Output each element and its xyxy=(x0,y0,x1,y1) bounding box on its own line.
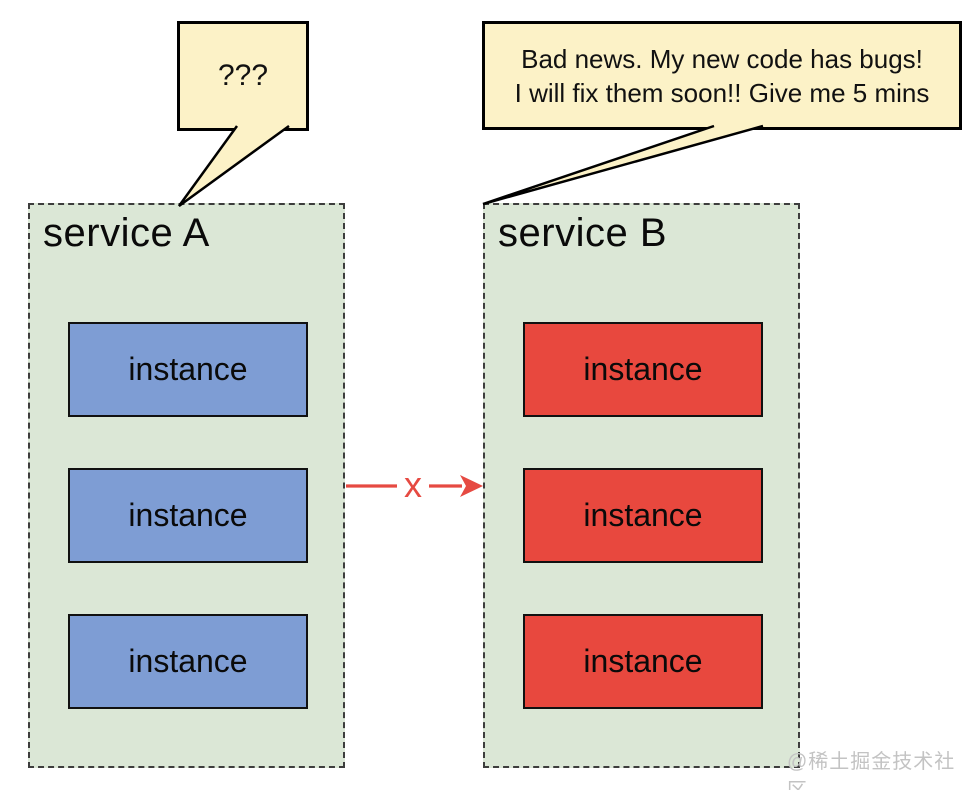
service-b-box: service B instance instance instance xyxy=(483,203,800,768)
speech-bubble-apology-line1: Bad news. My new code has bugs! xyxy=(521,43,923,74)
instance-label: instance xyxy=(128,351,248,387)
instance-label: instance xyxy=(128,643,248,679)
service-a-instance-1: instance xyxy=(68,322,308,417)
arrowhead-icon xyxy=(460,475,483,497)
service-a-instance-3: instance xyxy=(68,614,308,709)
speech-bubble-apology-line2: I will fix them soon!! Give me 5 mins xyxy=(514,77,930,108)
service-b-instance-2: instance xyxy=(523,468,763,563)
instance-label: instance xyxy=(583,497,703,533)
instance-label: instance xyxy=(583,351,703,387)
service-b-label: service B xyxy=(498,211,667,255)
speech-bubble-question: ??? xyxy=(177,21,309,131)
bubble-tail-apology xyxy=(482,124,764,206)
watermark: @稀土掘金技术社区 xyxy=(787,751,956,790)
arrow-blocked-x-marker: x xyxy=(404,464,422,505)
speech-bubble-question-text: ??? xyxy=(217,59,269,92)
service-a-box: service A instance instance instance xyxy=(28,203,345,768)
bubble-tail-question xyxy=(177,124,290,208)
service-a-instance-2: instance xyxy=(68,468,308,563)
service-b-instance-3: instance xyxy=(523,614,763,709)
service-a-label: service A xyxy=(43,211,210,255)
service-b-instance-1: instance xyxy=(523,322,763,417)
instance-label: instance xyxy=(583,643,703,679)
instance-label: instance xyxy=(128,497,248,533)
speech-bubble-apology: Bad news. My new code has bugs! I will f… xyxy=(482,21,962,130)
